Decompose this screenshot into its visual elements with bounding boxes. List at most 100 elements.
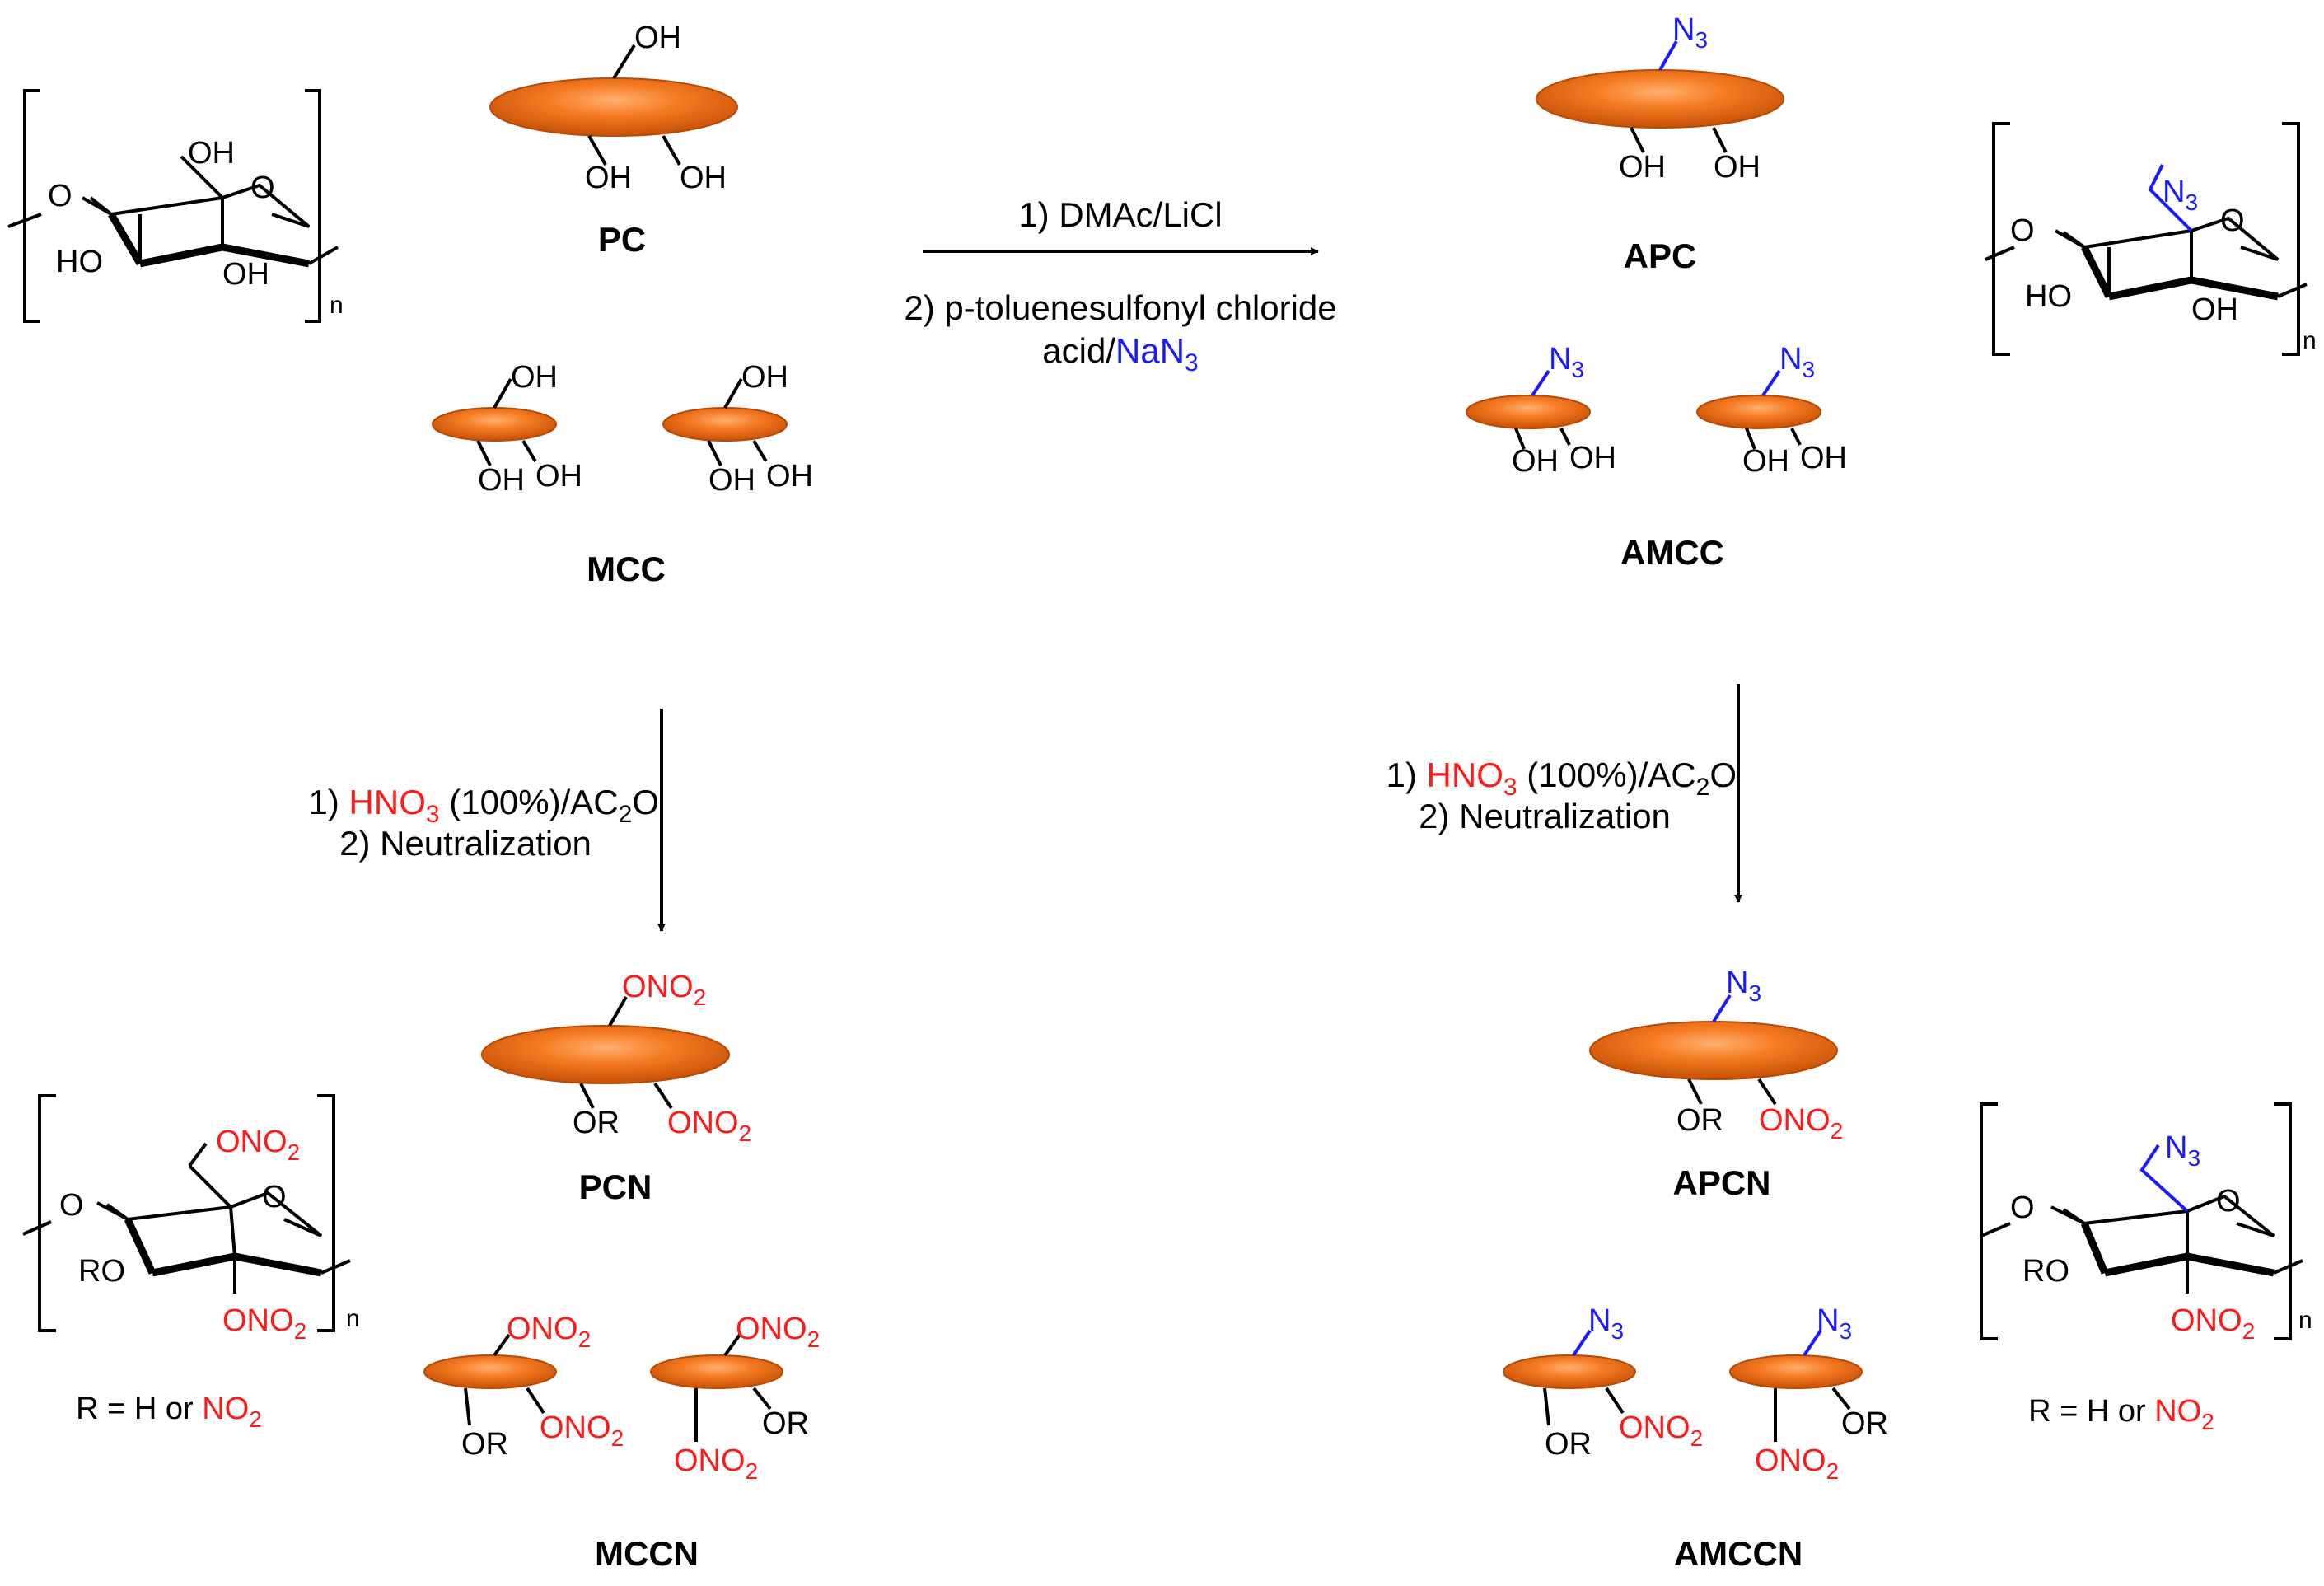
apcn-bonds (1687, 1078, 1777, 1106)
ono2-group: ONO2 (2171, 1303, 2255, 1344)
or-group: OR (1841, 1406, 1888, 1441)
oh-group: OH (634, 21, 681, 55)
pc-particle (489, 77, 738, 137)
azide-group: N3 (1779, 342, 1815, 382)
ro-group: RO (2022, 1254, 2069, 1289)
azide-group: N3 (1549, 342, 1584, 382)
or-group: OR (762, 1406, 809, 1441)
oh-group: OH (708, 463, 755, 498)
nitrocellulose-repeat-unit (22, 1094, 351, 1332)
azidation-step3: acid/NaN3 (1042, 331, 1198, 377)
pcn-particle (481, 1025, 730, 1084)
ono2-group: ONO2 (540, 1411, 624, 1451)
repeat-n: n (2298, 1307, 2312, 1334)
ring-oxygen: O (2010, 213, 2035, 248)
amccn-particle (1729, 1354, 1863, 1389)
ring-oxygen: O (2220, 204, 2245, 238)
ro-group: RO (78, 1254, 125, 1289)
oh-group: OH (1619, 150, 1666, 185)
azide-bonds (1572, 1329, 1822, 1357)
oh-group: OH (222, 257, 269, 292)
ono2-group: ONO2 (216, 1125, 300, 1165)
or-group: OR (461, 1427, 508, 1462)
amcc-particle (1466, 395, 1591, 429)
or-group: OR (573, 1106, 620, 1140)
apc-bonds (1630, 127, 1728, 153)
pc-label: PC (598, 220, 646, 259)
oh-group: OH (1714, 150, 1761, 185)
azide-group: N3 (1588, 1303, 1624, 1344)
apcn-label: APCN (1672, 1163, 1770, 1202)
azide-bond (1658, 40, 1678, 71)
amccn-particle (1503, 1354, 1636, 1389)
oh-group: OH (188, 136, 235, 171)
oh-group: OH (585, 161, 632, 195)
oh-group: OH (1742, 444, 1789, 479)
ono2-group: ONO2 (736, 1312, 820, 1352)
azide-group: N3 (1726, 966, 1761, 1006)
amccn-label: AMCCN (1674, 1534, 1803, 1573)
ono2-group: ONO2 (1619, 1411, 1703, 1451)
ho-group: HO (56, 245, 103, 279)
apc-particle (1536, 69, 1784, 129)
apc-label: APC (1624, 236, 1697, 275)
oh-group: OH (478, 463, 525, 498)
repeat-n: n (2303, 327, 2317, 354)
ono2-group: ONO2 (222, 1303, 306, 1344)
mccn-bonds (464, 1333, 772, 1442)
azide-group: N3 (1672, 12, 1708, 53)
azide-group: N3 (2165, 1130, 2200, 1171)
nitration-step2: 2) Neutralization (1419, 797, 1671, 835)
repeat-n: n (346, 1305, 360, 1332)
ring-oxygen: O (48, 179, 72, 213)
cellulose-repeat-unit (7, 89, 339, 323)
mccn-label: MCCN (595, 1534, 699, 1573)
pcn-bonds (579, 996, 673, 1110)
azido-cellulose-repeat-unit (1985, 122, 2308, 356)
nitration-step2: 2) Neutralization (339, 824, 592, 863)
r-definition: R = H or NO2 (2028, 1394, 2214, 1434)
or-group: OR (1545, 1427, 1592, 1462)
azide-group: N3 (1817, 1303, 1852, 1344)
azide-bonds (1531, 369, 1781, 397)
ring-oxygen: O (2216, 1184, 2241, 1219)
oh-group: OH (511, 360, 558, 395)
ono2-group: ONO2 (1755, 1443, 1839, 1484)
r-definition: R = H or NO2 (76, 1392, 262, 1432)
amcc-bonds (1514, 428, 1802, 450)
oh-group: OH (2191, 292, 2238, 327)
mcc-particle (432, 407, 557, 442)
mcc-label: MCC (587, 550, 666, 588)
azide-group: N3 (2163, 175, 2198, 215)
oh-group: OH (1800, 441, 1847, 475)
ring-oxygen: O (262, 1180, 287, 1214)
azide-bond (1712, 994, 1732, 1023)
or-group: OR (1676, 1103, 1723, 1138)
azide-bond (2148, 164, 2193, 232)
pcn-label: PCN (579, 1167, 652, 1206)
ho-group: HO (2025, 279, 2072, 314)
ono2-group: ONO2 (507, 1312, 591, 1352)
apcn-particle (1589, 1021, 1838, 1080)
pc-bonds (587, 44, 681, 166)
mcc-particle (662, 407, 788, 442)
oh-group: OH (680, 161, 727, 195)
mccn-particle (650, 1354, 783, 1389)
azidation-step1: 1) DMAc/LiCl (1018, 195, 1222, 234)
amcc-particle (1696, 395, 1821, 429)
oh-group: OH (1569, 441, 1616, 475)
oh-group: OH (1512, 444, 1559, 479)
nitration-step1: 1) HNO3 (100%)/AC2O (1386, 756, 1737, 801)
ring-oxygen: O (2010, 1191, 2035, 1225)
oh-group: OH (766, 459, 813, 494)
ring-oxygen: O (250, 171, 275, 205)
oh-group: OH (741, 360, 788, 395)
nitration-step1: 1) HNO3 (100%)/AC2O (309, 783, 659, 828)
mccn-particle (423, 1354, 557, 1389)
amccn-bonds (1543, 1387, 1851, 1442)
ono2-group: ONO2 (622, 970, 706, 1010)
ono2-group: ONO2 (674, 1443, 758, 1484)
oh-group: OH (535, 459, 582, 494)
amcc-label: AMCC (1620, 533, 1724, 572)
